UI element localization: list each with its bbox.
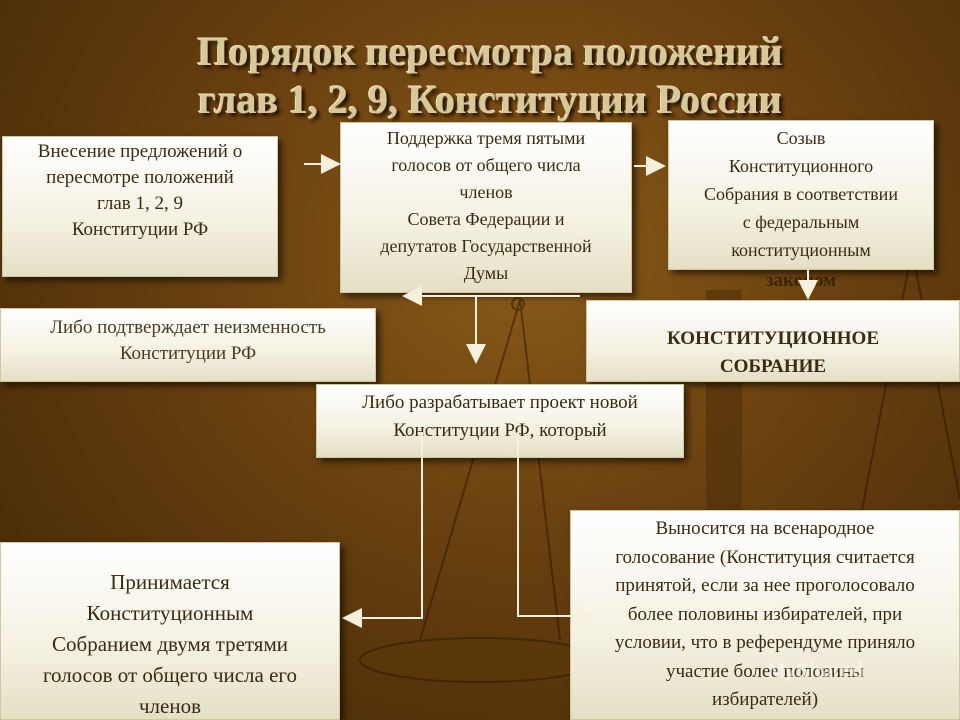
referendum-line: более половины избирателей, при <box>627 603 903 625</box>
referendum-box: Выносится на всенародное голосование (Ко… <box>570 510 960 720</box>
arrow-draft-to-adopted <box>342 432 423 628</box>
constitutional-assembly-box: КОНСТИТУЦИОННОЕ СОБРАНИЕ <box>586 300 960 382</box>
proposal-line: глав 1, 2, 9 <box>97 193 183 214</box>
assembly-line: СОБРАНИЕ <box>719 356 827 377</box>
title-line-2: глав 1, 2, 9, Конституции России <box>198 77 782 122</box>
assembly-line: КОНСТИТУЦИОННОЕ <box>667 328 879 349</box>
support-line: членов <box>459 182 513 202</box>
confirm-line: Либо подтверждает неизменность <box>50 317 326 338</box>
support-line: Совета Федерации и <box>407 209 565 229</box>
draft-box: Либо разрабатывает проект новой Конститу… <box>316 384 684 458</box>
convocation-line: Конституционного <box>728 156 874 176</box>
convocation-box: Созыв Конституционного Собрания в соотве… <box>668 120 934 270</box>
proposal-box: Внесение предложений о пересмотре положе… <box>2 136 278 277</box>
draft-line: Конституции РФ, который <box>393 420 607 441</box>
title-line-1: Порядок пересмотра положений <box>197 29 783 74</box>
proposal-line: пересмотре положений <box>46 167 234 188</box>
adopted-line: голосов от общего числа его <box>42 663 298 687</box>
draft-line: Либо разрабатывает проект новой <box>362 392 638 413</box>
adopted-box: Принимается Конституционным Собранием дв… <box>0 542 340 720</box>
adopted-line: членов <box>138 694 201 718</box>
arrow-draft-to-referendum <box>517 432 596 626</box>
support-line: депутатов Государственной <box>380 236 592 256</box>
convocation-line: Созыв <box>776 128 826 148</box>
confirm-box: Либо подтверждает неизменность Конституц… <box>0 308 376 382</box>
referendum-line: условии, что в референдуме приняло <box>614 632 916 653</box>
proposal-line: Внесение предложений о <box>37 141 243 162</box>
convocation-line: с федеральным <box>742 212 860 232</box>
proposal-line: Конституции РФ <box>71 219 209 240</box>
adopted-line: Конституционным <box>86 601 254 625</box>
referendum-line: принятой, если за нее проголосовало <box>615 575 915 596</box>
referendum-line: избирателей) <box>711 689 819 710</box>
page-title: Порядок пересмотра положений глав 1, 2, … <box>80 28 900 124</box>
referendum-line: Выносится на всенародное <box>655 518 875 539</box>
referendum-line: голосование (Конституция считается <box>615 546 915 568</box>
watermark-logo: MyShared <box>768 660 864 682</box>
support-line: голосов от общего числа <box>391 155 581 175</box>
convocation-line: Собрания в соответствии <box>704 184 898 204</box>
support-box: Поддержка тремя пятыми голосов от общего… <box>340 122 632 293</box>
support-line: Думы <box>463 263 509 283</box>
referendum-line: участие более половины <box>665 660 865 682</box>
adopted-line: Принимается <box>110 570 230 594</box>
support-line: Поддержка тремя пятыми <box>386 128 586 148</box>
convocation-line: конституционным <box>731 240 871 260</box>
adopted-line: Собранием двумя третями <box>52 632 288 656</box>
confirm-line: Конституции РФ <box>119 343 257 364</box>
